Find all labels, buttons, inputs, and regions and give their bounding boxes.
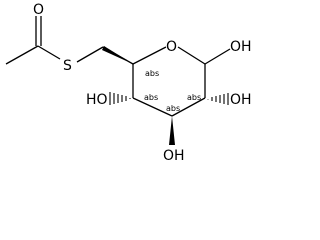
bond-c3-c4: [132, 97, 173, 117]
bond-c1-oh: [204, 48, 231, 65]
sulfur-label: S: [63, 58, 72, 74]
bond-s-ch2: [76, 46, 104, 63]
hashed-bond-c2-oh: [207, 93, 229, 105]
wedge-bond-c5: [102, 46, 133, 64]
ring-oxygen-label: O: [166, 39, 177, 55]
stereo-label-c4: abs: [144, 93, 158, 102]
c4-ho-label: HO: [86, 92, 108, 108]
stereo-label-c2: abs: [187, 93, 201, 102]
bond-ring-o-c1: [177, 46, 206, 65]
bond-ch3-carbonyl: [5, 45, 39, 65]
bond-c2-c3: [171, 97, 206, 117]
anomeric-oh-label: OH: [230, 39, 252, 55]
stereo-label-c3: abs: [166, 104, 180, 113]
carbonyl-oxygen-label: O: [33, 2, 44, 18]
stereo-label-c5: abs: [145, 69, 159, 78]
wedge-bond-c3-oh: [169, 116, 175, 145]
c3-oh-label: OH: [163, 148, 185, 164]
bond-carbonyl-s: [37, 45, 61, 60]
molecule-structure: O S O OH OH OH HO abs abs abs abs: [5, 2, 252, 164]
c2-oh-label: OH: [230, 92, 252, 108]
hashed-bond-c4-ho: [109, 92, 131, 105]
bond-c5-ring-o: [132, 46, 167, 65]
